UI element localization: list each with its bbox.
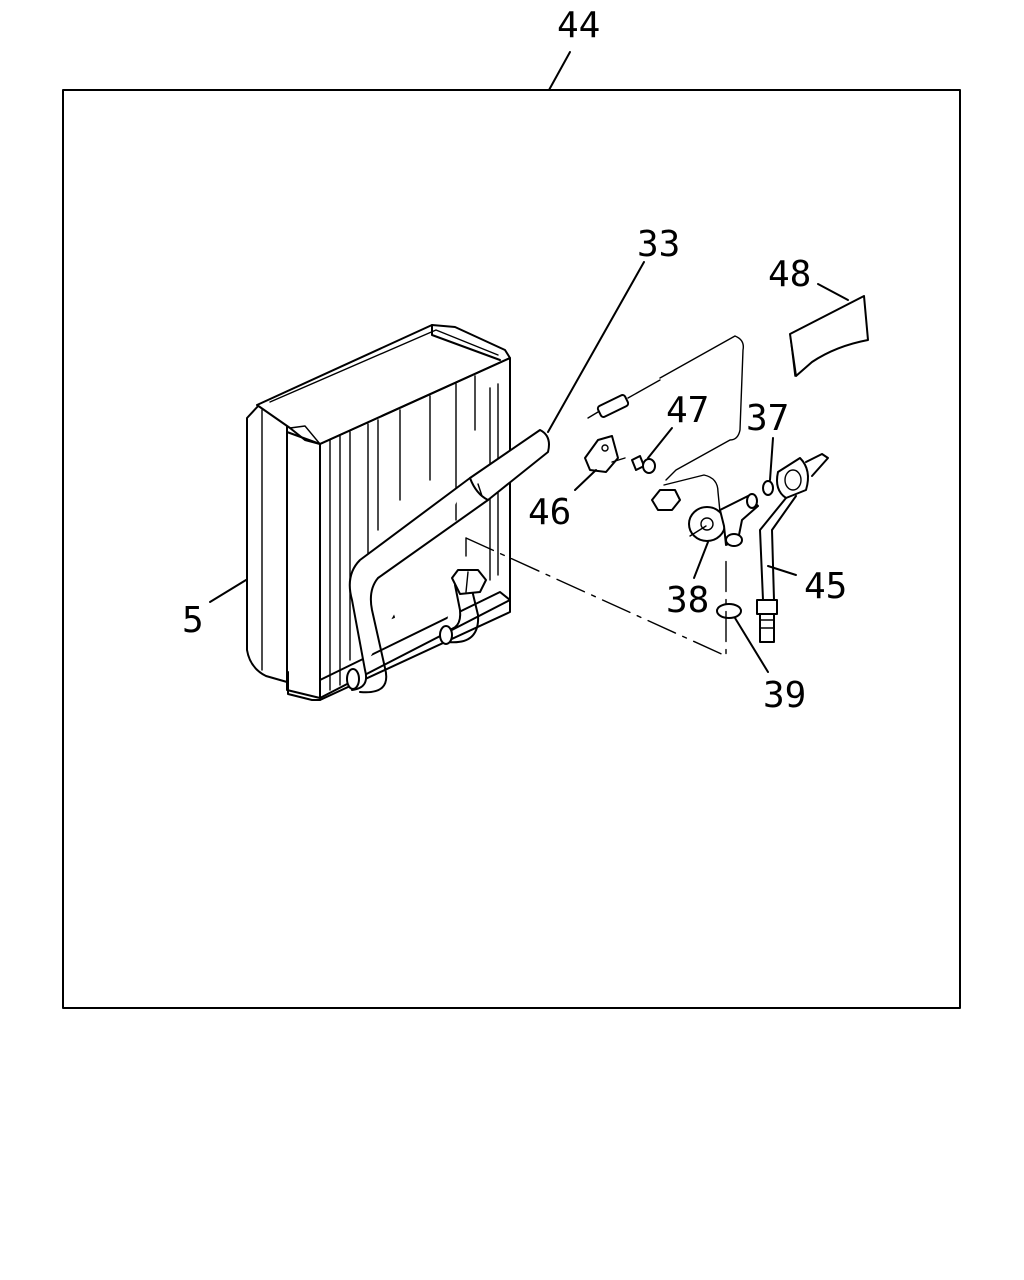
insulation-pad — [789, 295, 869, 377]
evaporator-pipes — [346, 429, 550, 694]
callout-48: 48 — [768, 254, 811, 295]
screw — [631, 455, 656, 474]
callout-38: 38 — [666, 580, 709, 621]
expansion-valve — [651, 474, 759, 547]
assembly-frame — [62, 89, 961, 1009]
leader-33 — [547, 261, 645, 433]
leader-39 — [734, 617, 769, 673]
callout-33: 33 — [637, 224, 680, 265]
assembly-axis-line — [465, 537, 727, 657]
leader-44 — [548, 51, 571, 91]
callout-44: 44 — [557, 5, 600, 46]
thermo-sensor — [587, 335, 745, 481]
leader-5 — [209, 579, 247, 603]
leader-38 — [693, 541, 709, 579]
leader-37 — [769, 437, 774, 481]
callout-46: 46 — [528, 492, 571, 533]
leader-45 — [767, 565, 797, 576]
leader-48 — [817, 283, 849, 301]
callout-45: 45 — [804, 566, 847, 607]
leader-47 — [647, 427, 673, 459]
leader-46 — [574, 469, 597, 491]
o-ring — [716, 603, 742, 619]
callout-47: 47 — [666, 390, 709, 431]
sensor-clip — [584, 435, 626, 473]
callout-37: 37 — [746, 398, 789, 439]
callout-39: 39 — [763, 675, 806, 716]
callout-5: 5 — [182, 600, 204, 641]
liquid-pipe — [756, 453, 829, 643]
o-ring-small — [762, 480, 774, 496]
